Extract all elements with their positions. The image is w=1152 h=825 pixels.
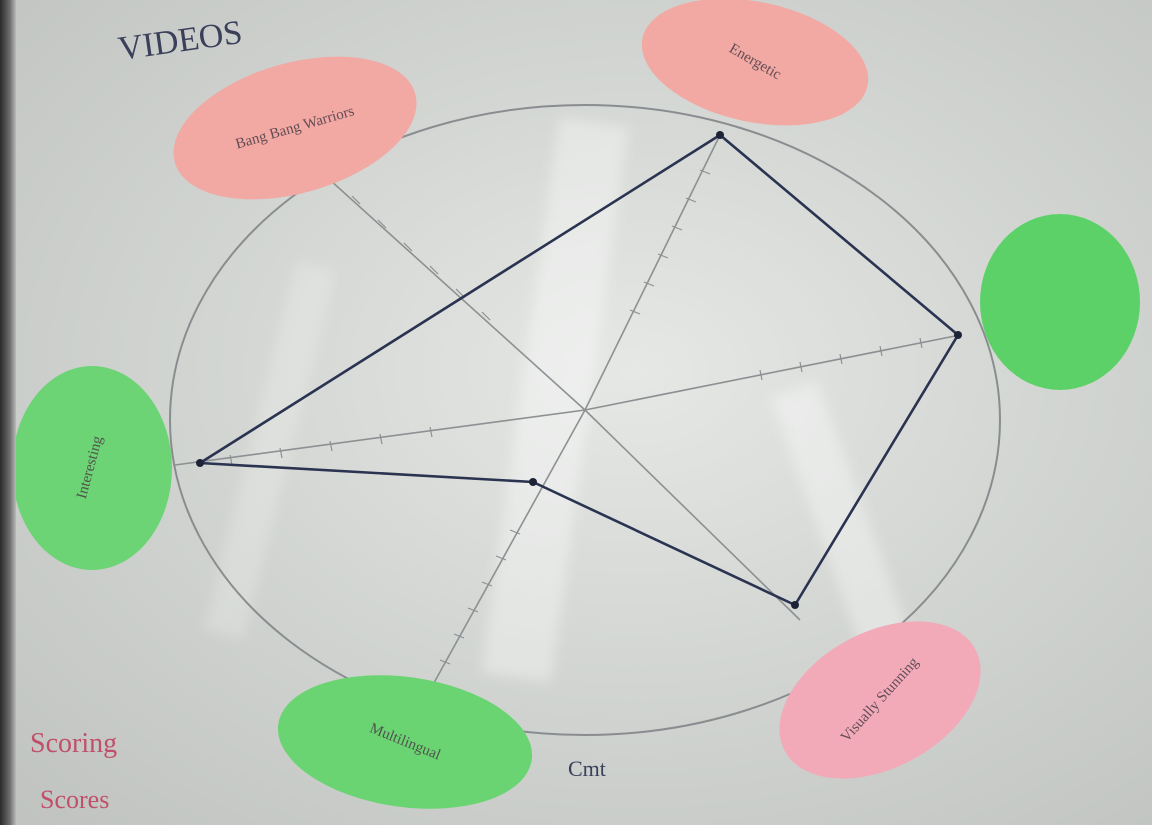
label-blob-pink [779,621,981,779]
polygon-vertices [196,131,962,609]
axis-line [429,409,586,691]
score-polygon [198,133,960,607]
bottom-left-note: Scoring [30,728,117,759]
corner-note: VIDEOS [116,14,245,68]
axis-ticks [229,169,923,665]
bottom-mark: Cmt [568,756,606,781]
axis-line [584,134,721,411]
label-blob-green [12,366,172,570]
pencil-axes [174,134,961,691]
axis-line [584,409,801,621]
label-blob-green [277,675,533,809]
vertex-dot [196,459,204,467]
label-blob-pink [641,0,869,126]
bottom-left-note: Scores [40,785,109,814]
axis-line [329,179,586,411]
vertex-dot [529,478,537,486]
vertex-dot [716,131,724,139]
vertex-dot [954,331,962,339]
vertex-dot [791,601,799,609]
axis-line [584,334,961,411]
axis-line [174,409,586,466]
outer-circle [169,104,1001,736]
label-blob-pink [173,56,417,200]
label-blob-green [980,214,1140,390]
photo-edge [0,0,16,825]
